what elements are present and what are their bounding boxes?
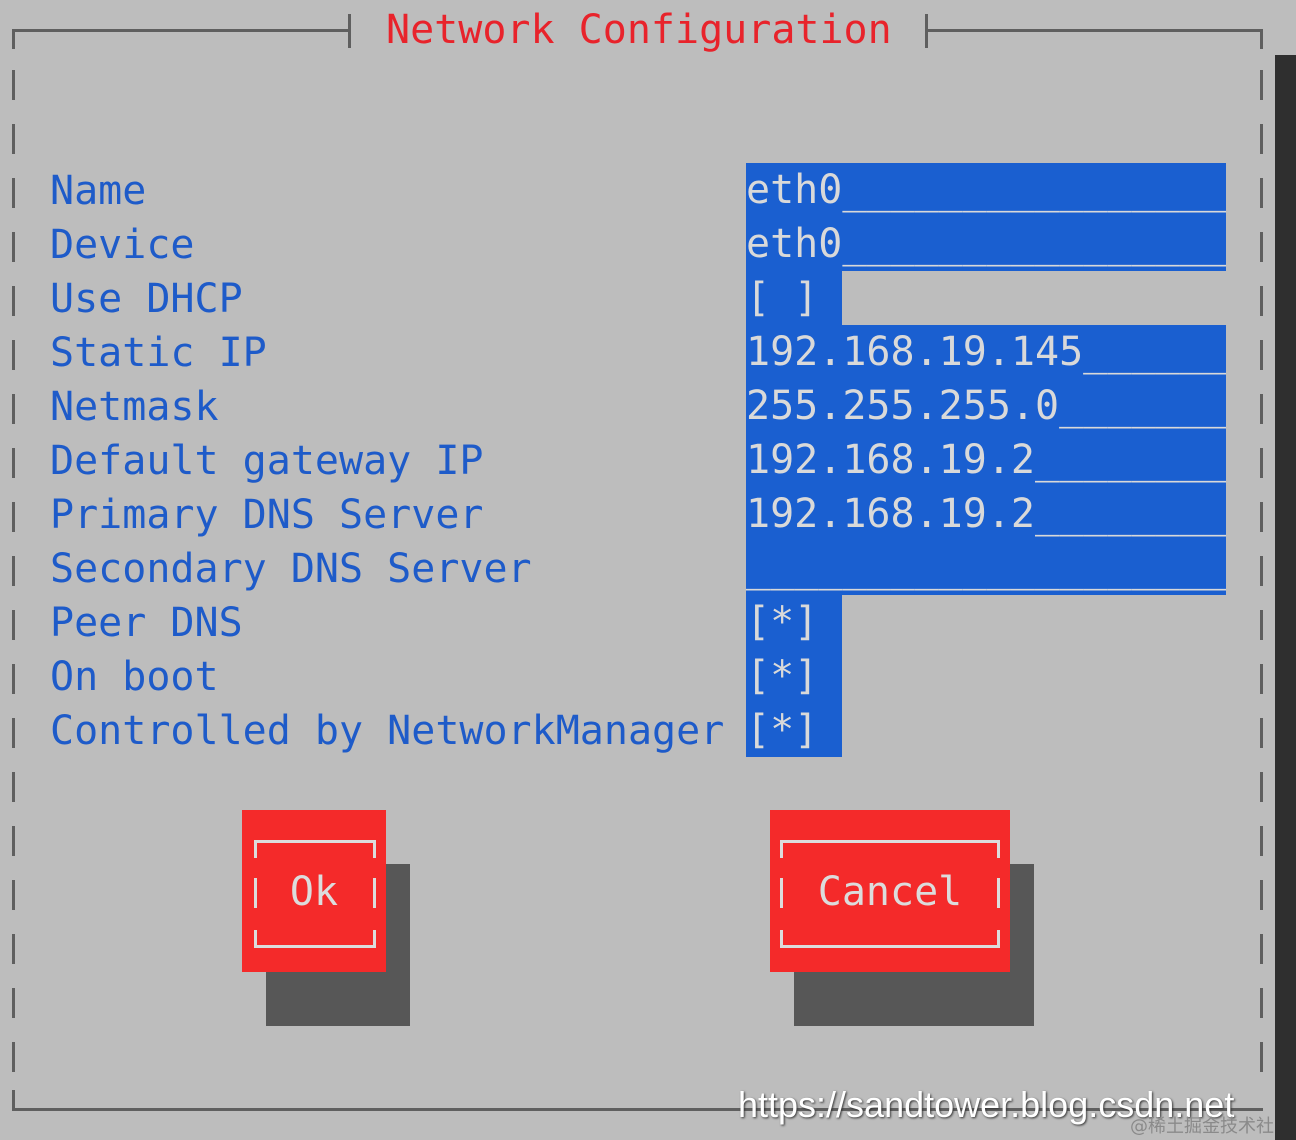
frame-top-right-corner [1260,29,1263,49]
frame-right-tick [1260,718,1263,748]
frame-right-tick [1260,772,1263,802]
frame-right-tick [1260,610,1263,640]
frame-left-tick [12,556,15,586]
static-ip-input[interactable]: 192.168.19.145______ [746,325,1226,379]
cancel-bracket-top-left [780,840,783,858]
frame-left-tick [12,124,15,154]
frame-left-tick [12,178,15,208]
frame-left-tick [12,394,15,424]
frame-left-tick [12,718,15,748]
ok-button-label: Ok [289,869,339,915]
label-static-ip: Static IP [50,330,267,376]
netmask-input[interactable]: 255.255.255.0_______ [746,379,1226,433]
frame-right-tick [1260,178,1263,208]
frame-left-tick [12,286,15,316]
frame-bottom [12,1108,1263,1111]
cancel-bracket-top-right [997,840,1000,858]
cancel-button[interactable]: Cancel [770,810,1010,972]
label-primary-dns: Primary DNS Server [50,492,484,538]
frame-left-tick [12,880,15,910]
label-name: Name [50,168,147,214]
frame-right-tick [1260,664,1263,694]
frame-right-tick [1260,556,1263,586]
peer-dns-checkbox[interactable]: [*] [746,595,842,649]
frame-right-tick [1260,1042,1263,1072]
name-input[interactable]: eth0________________ [746,163,1226,217]
frame-right-tick [1260,448,1263,478]
label-on-boot: On boot [50,654,219,700]
ok-bracket-bottom-left [254,930,257,948]
ok-bracket-top-left [254,840,257,858]
frame-top-left [12,29,350,32]
use-dhcp-checkbox[interactable]: [ ] [746,271,842,325]
frame-top-right [927,29,1263,32]
frame-right-tick [1260,826,1263,856]
frame-top-left-corner [12,29,15,49]
ok-bracket-mid-right [373,878,376,908]
frame-left-tick [12,70,15,100]
frame-right-tick [1260,394,1263,424]
cancel-button-label: Cancel [817,869,963,915]
primary-dns-input[interactable]: 192.168.19.2________ [746,487,1226,541]
frame-left-tick [12,340,15,370]
ok-bracket-bottom [254,945,376,948]
dialog-title: Network Configuration [386,7,892,53]
frame-left-tick [12,664,15,694]
terminal-right-edge-top [1275,0,1296,55]
frame-right-tick [1260,286,1263,316]
frame-right-tick [1260,988,1263,1018]
frame-left-tick [12,448,15,478]
frame-left-tick [12,988,15,1018]
cancel-bracket-bottom-right [997,930,1000,948]
ok-bracket-top-right [373,840,376,858]
frame-left-tick [12,934,15,964]
ok-button[interactable]: Ok [242,810,386,972]
cancel-bracket-bottom [780,945,1000,948]
frame-right-tick [1260,124,1263,154]
cancel-bracket-top [780,840,1000,843]
frame-right-tick [1260,502,1263,532]
device-input[interactable]: eth0________________ [746,217,1226,271]
frame-bottom-left-corner [12,1090,15,1110]
frame-right-tick [1260,340,1263,370]
frame-left-tick [12,1042,15,1072]
cancel-bracket-mid-right [997,878,1000,908]
label-networkmanager: Controlled by NetworkManager [50,708,725,754]
watermark-community: @稀土掘金技术社区 [1130,1116,1292,1137]
label-device: Device [50,222,195,268]
ok-bracket-mid-left [254,878,257,908]
label-default-gateway: Default gateway IP [50,438,484,484]
frame-title-left-cap [348,14,351,48]
secondary-dns-input[interactable]: ____________________ [746,541,1226,595]
label-secondary-dns: Secondary DNS Server [50,546,532,592]
cancel-bracket-bottom-left [780,930,783,948]
label-netmask: Netmask [50,384,219,430]
frame-right-tick [1260,70,1263,100]
label-use-dhcp: Use DHCP [50,276,243,322]
frame-left-tick [12,826,15,856]
frame-title-right-cap [925,14,928,48]
default-gateway-input[interactable]: 192.168.19.2________ [746,433,1226,487]
frame-right-tick [1260,232,1263,262]
frame-left-tick [12,772,15,802]
frame-left-tick [12,232,15,262]
watermark-url: https://sandtower.blog.csdn.net [738,1084,1235,1125]
frame-left-tick [12,610,15,640]
cancel-bracket-mid-left [780,878,783,908]
frame-left-tick [12,502,15,532]
terminal-right-edge [1275,0,1296,1140]
on-boot-checkbox[interactable]: [*] [746,649,842,703]
ok-bracket-top [254,840,376,843]
networkmanager-checkbox[interactable]: [*] [746,703,842,757]
ok-bracket-bottom-right [373,930,376,948]
frame-right-tick [1260,934,1263,964]
frame-right-tick [1260,880,1263,910]
label-peer-dns: Peer DNS [50,600,243,646]
